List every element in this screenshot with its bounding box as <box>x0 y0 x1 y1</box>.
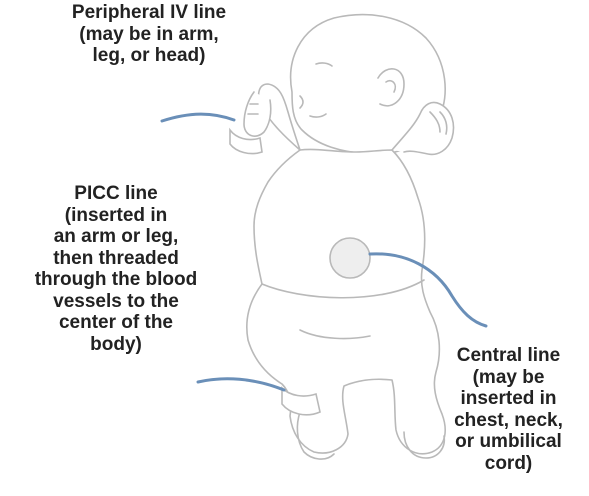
umbilical-site-icon <box>330 238 370 278</box>
peripheral-iv-tube <box>162 114 234 121</box>
baby-body-icon <box>247 149 445 453</box>
peripheral-iv-label: Peripheral IV line (may be in arm, leg, … <box>38 2 260 67</box>
central-line-label: Central line (may be inserted in chest, … <box>428 345 589 474</box>
picc-line-label: PICC line (inserted in an arm or leg, th… <box>0 183 232 355</box>
picc-tube <box>198 379 284 390</box>
